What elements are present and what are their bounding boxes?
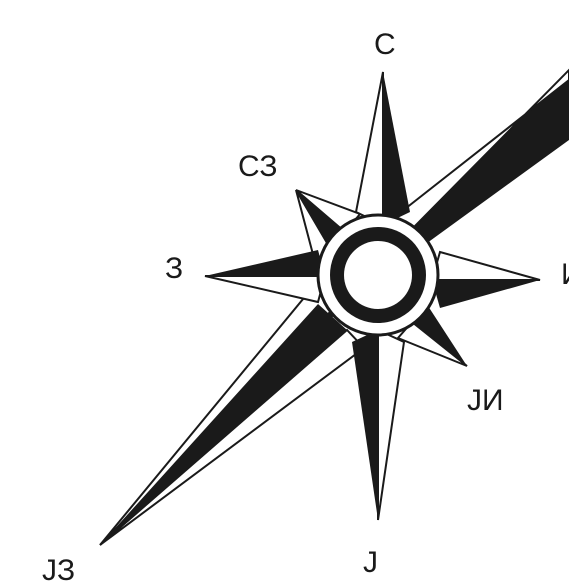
south-point-light [378,330,404,520]
west-point-light [205,276,325,302]
southwest-label: ЈЗ [42,556,75,582]
west-label: З [165,254,183,284]
east-point-light [432,252,540,280]
north-point-light [356,72,383,225]
east-label: И [561,260,569,290]
southeast-label: ЈИ [467,386,504,416]
sw-needle-lower-light [100,330,364,545]
center-ring-hole [344,241,412,309]
north-point-dark [383,72,410,225]
east-point-dark [432,280,540,308]
sw-needle-lower-dark [100,304,347,545]
center-ring [318,215,438,335]
north-label: С [374,30,396,60]
south-label: Ј [363,548,378,578]
west-point-dark [205,250,325,276]
south-point-dark [352,330,378,520]
northwest-label: СЗ [238,152,277,182]
